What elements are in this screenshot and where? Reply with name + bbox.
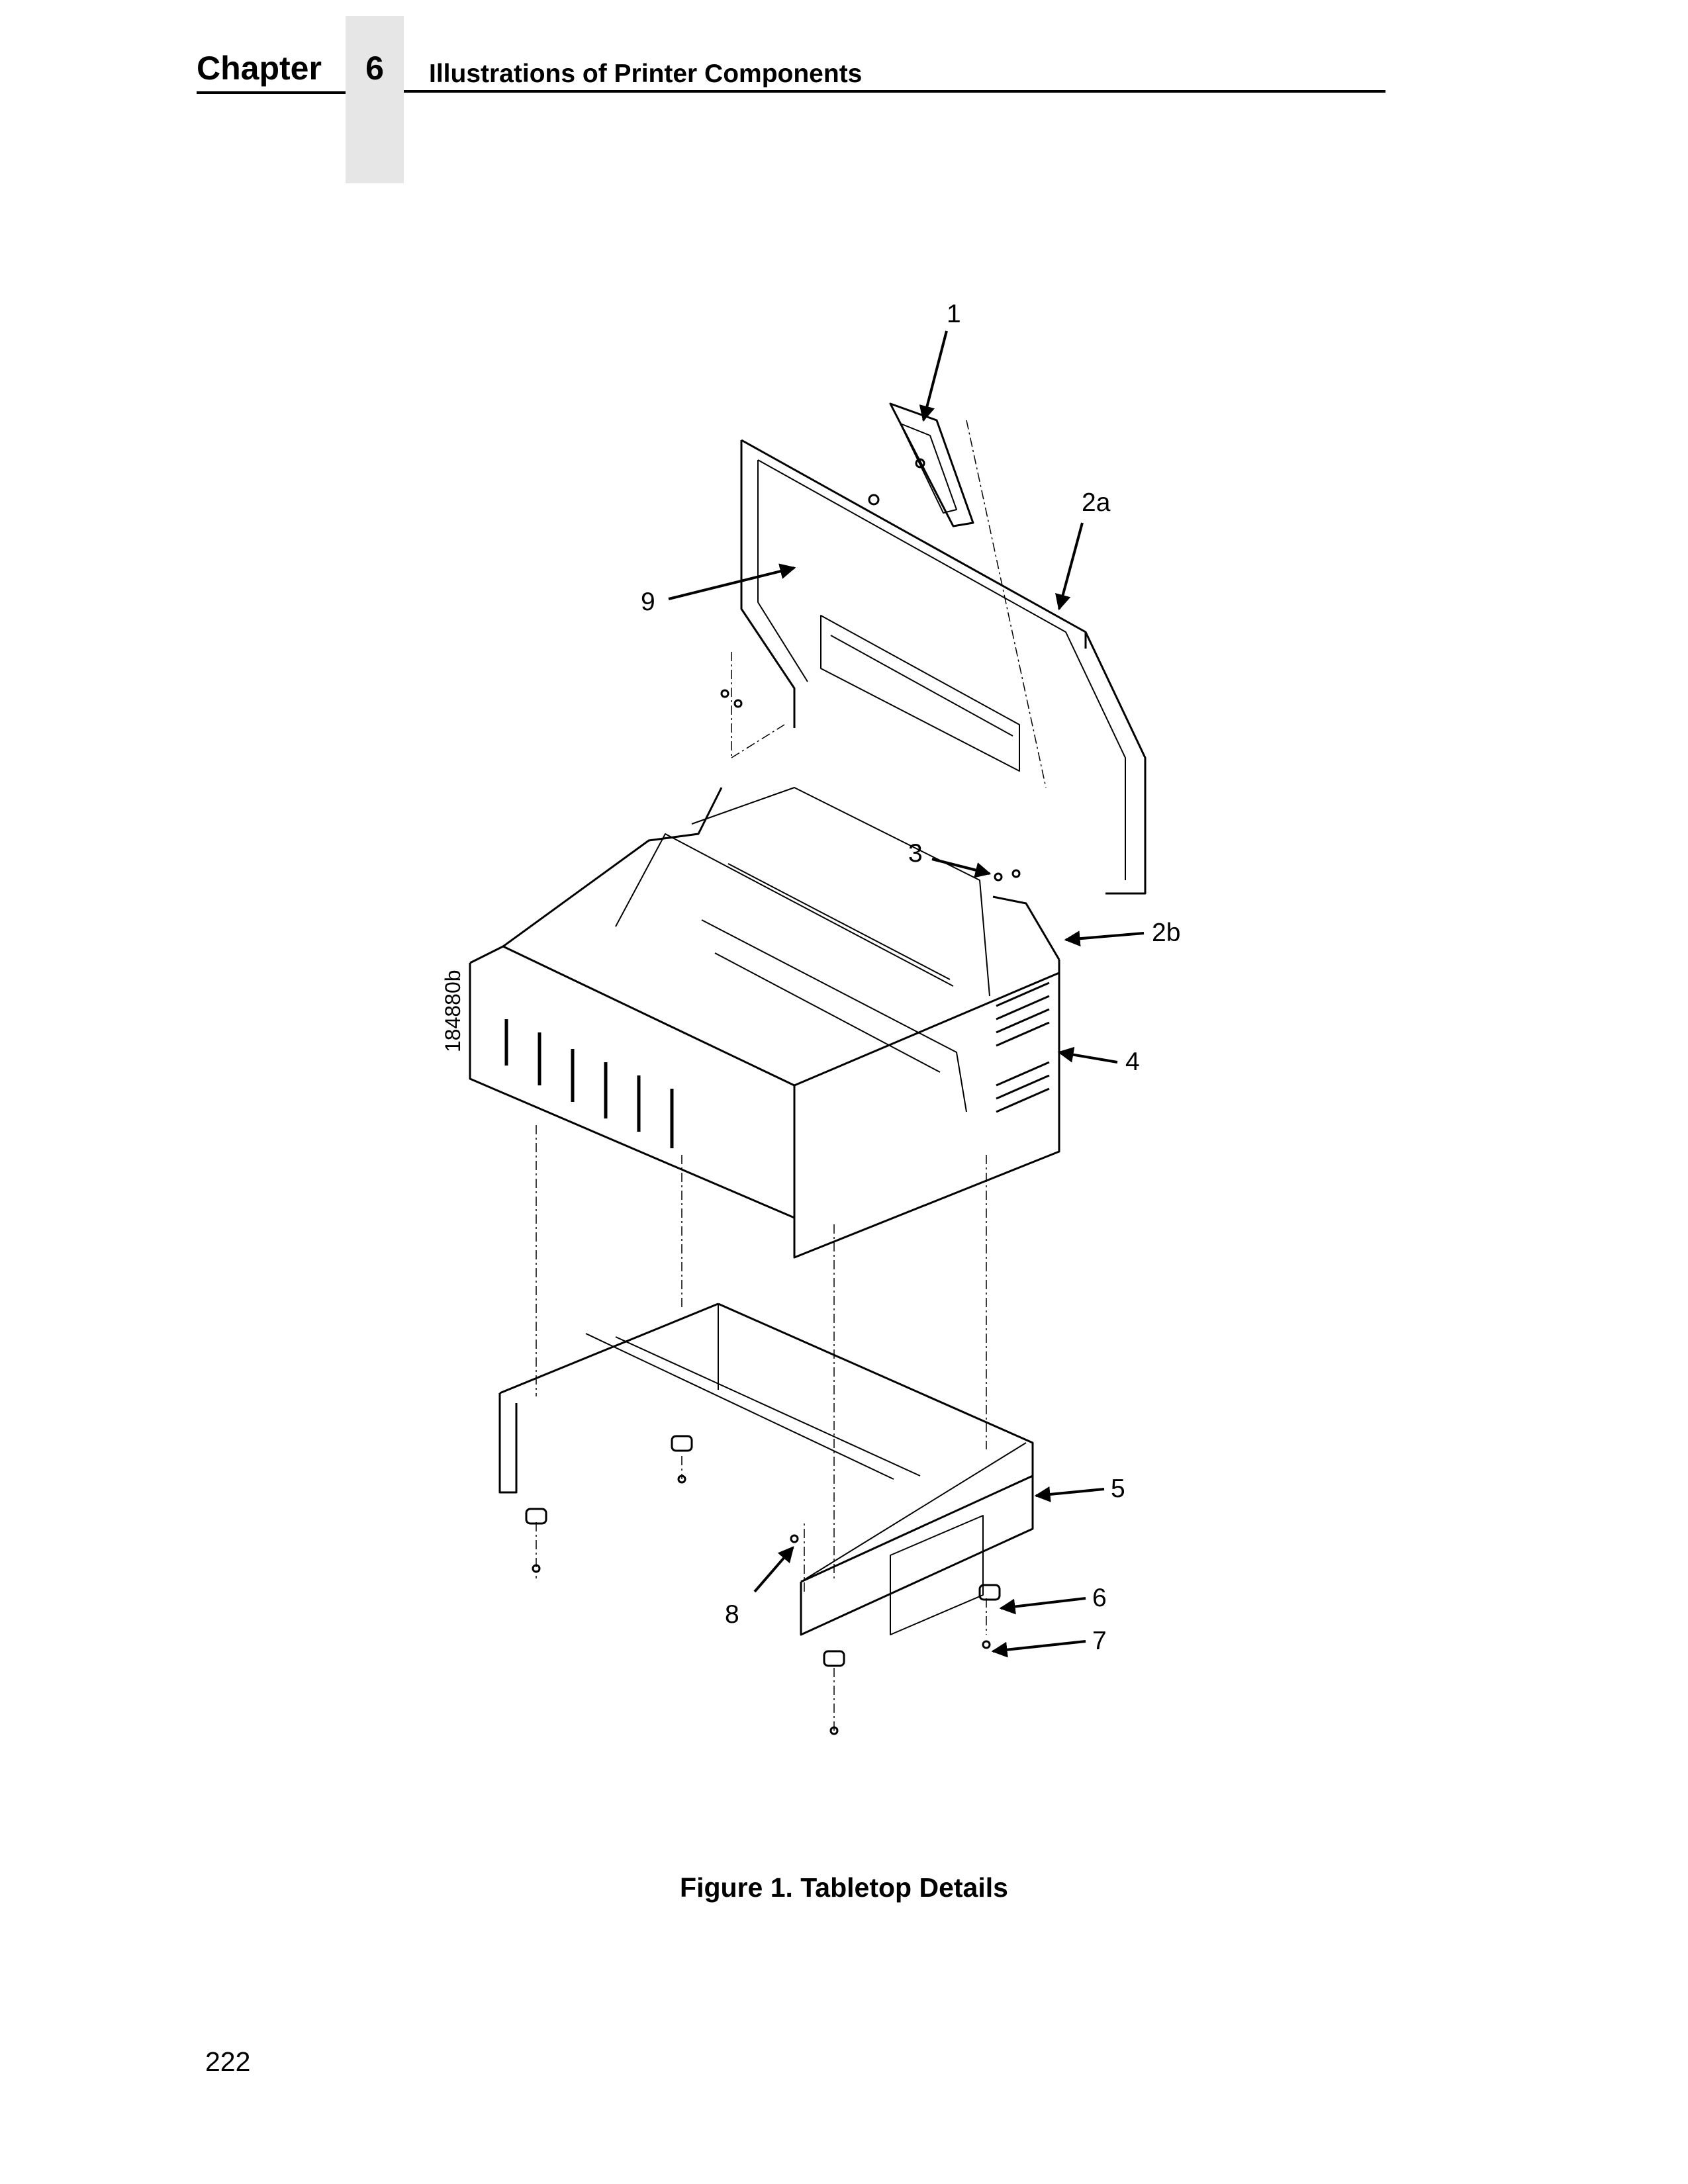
stand-part	[498, 1302, 1034, 1636]
callout-2a: 2a	[1082, 488, 1111, 517]
page-header: Chapter 6 Illustrations of Printer Compo…	[0, 0, 1688, 199]
header-rule-left	[197, 91, 346, 94]
header-rule-right	[404, 90, 1385, 93]
rubber-foot-and-screw-parts	[525, 689, 1021, 1735]
callout-2b: 2b	[1152, 919, 1181, 947]
figure-caption: Figure 1. Tabletop Details	[680, 1872, 1008, 1903]
callout-7: 7	[1092, 1627, 1107, 1655]
callout-6: 6	[1092, 1584, 1107, 1612]
top-cover-part	[740, 439, 1147, 895]
control-panel-part	[868, 402, 974, 527]
chapter-title: Illustrations of Printer Components	[429, 60, 863, 88]
callout-9: 9	[641, 588, 655, 616]
callout-8: 8	[725, 1600, 739, 1629]
callout-3: 3	[908, 839, 923, 868]
assembly-guide-lines	[536, 420, 1047, 1731]
printer-base-part	[469, 787, 1060, 1259]
callout-4: 4	[1125, 1048, 1140, 1076]
chapter-tab	[346, 16, 404, 183]
callout-5: 5	[1111, 1475, 1125, 1503]
figure-part-code: 184880b	[441, 970, 465, 1052]
exploded-view-drawing	[469, 330, 1147, 1735]
callout-1: 1	[947, 300, 961, 328]
callout-leader-arrows	[668, 330, 1145, 1658]
page-number: 222	[205, 2046, 251, 2077]
chapter-label: Chapter	[197, 50, 322, 87]
tabletop-exploded-illustration: 184880b 1 2a 9 3 2b 4 5 6 7 8	[397, 265, 1258, 1787]
chapter-number: 6	[365, 50, 384, 87]
